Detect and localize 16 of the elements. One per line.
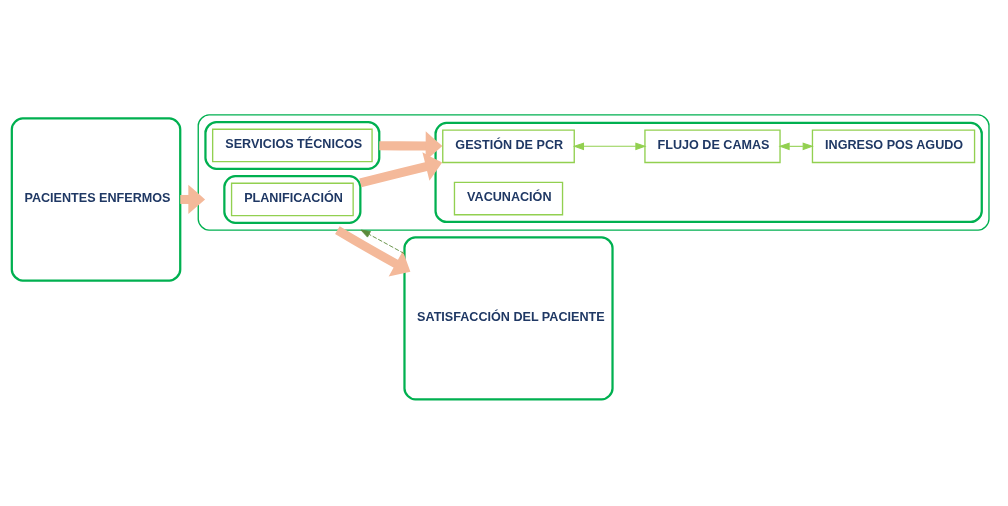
node-box: PACIENTES ENFERMOS bbox=[10, 116, 182, 282]
node-box: SATISFACCIÓN DEL PACIENTE bbox=[403, 235, 614, 401]
arrow bbox=[572, 141, 647, 150]
cluster bbox=[197, 113, 990, 231]
cluster bbox=[434, 121, 983, 223]
node-box: FLUJO DE CAMAS bbox=[644, 128, 781, 163]
arrow bbox=[360, 229, 405, 254]
node-box: VACUNACIÓN bbox=[453, 181, 564, 215]
arrow bbox=[335, 225, 411, 277]
arrow bbox=[359, 151, 443, 187]
node-box: INGRESO POS AGUDO bbox=[811, 128, 976, 163]
cluster bbox=[223, 174, 362, 224]
node-box: PLANIFICACIÓN bbox=[230, 182, 354, 216]
node-box: SERVICIOS TÉCNICOS bbox=[212, 128, 373, 162]
cluster bbox=[204, 120, 381, 170]
node-box: GESTIÓN DE PCR bbox=[442, 128, 575, 163]
